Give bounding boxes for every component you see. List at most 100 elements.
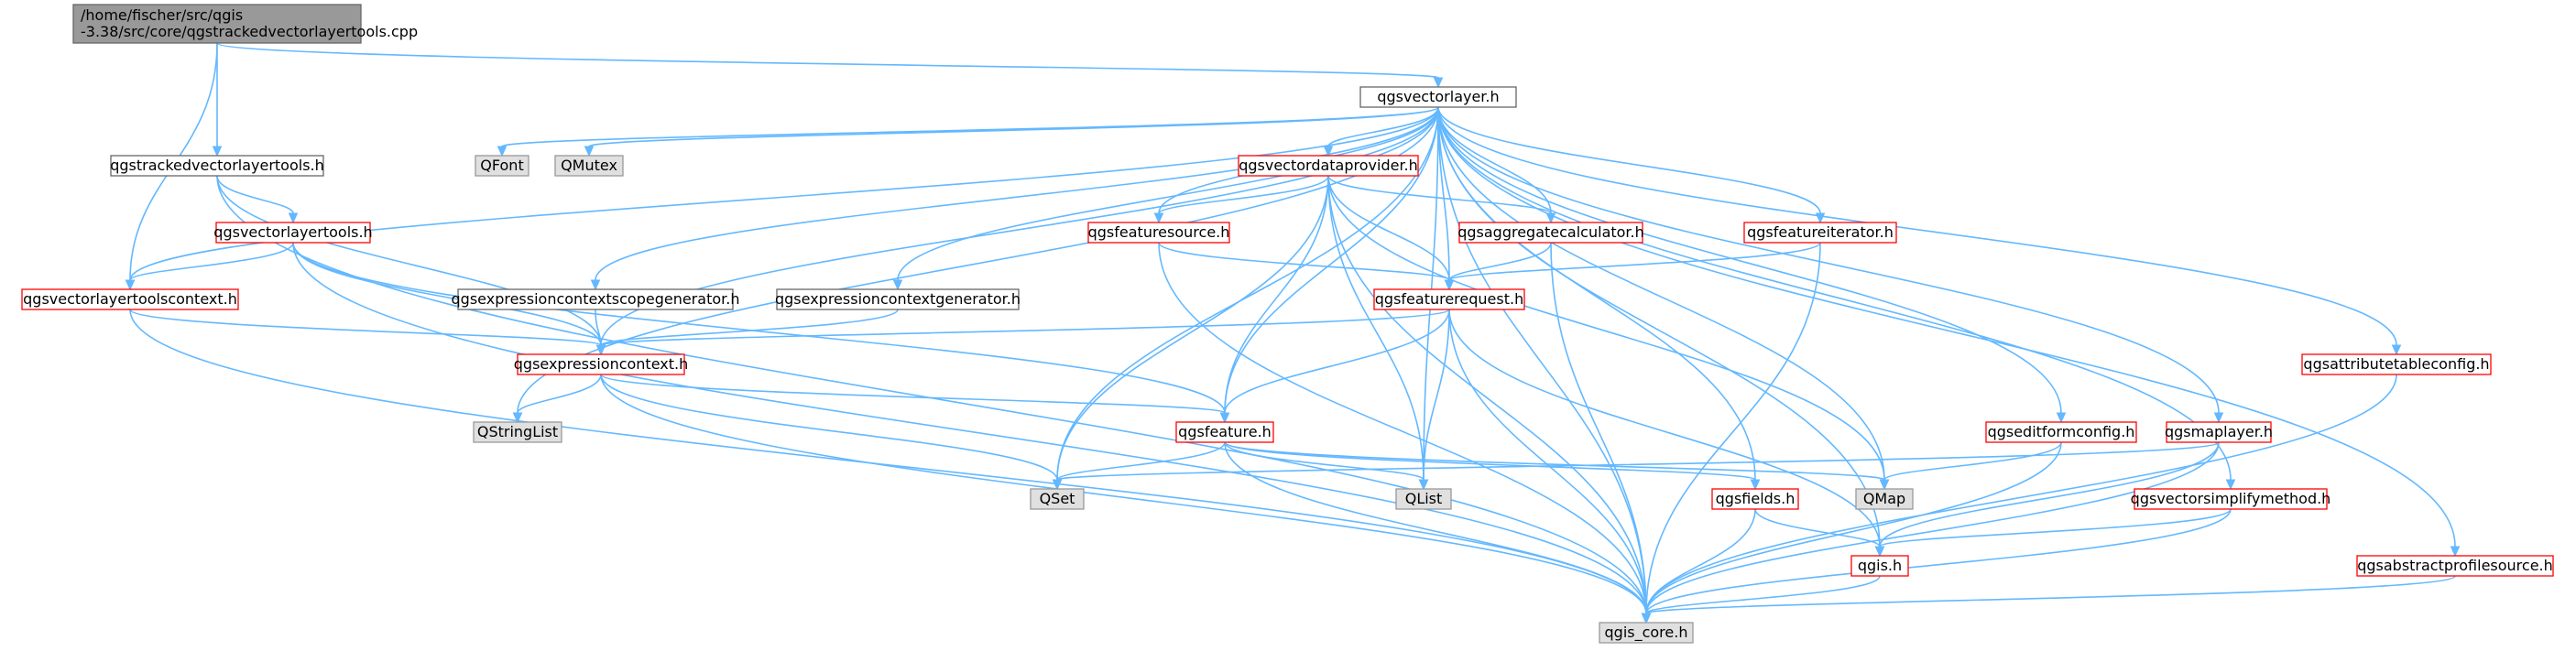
node-label: qgsaggregatecalculator.h [1457,223,1644,241]
edge-qgseditformconfig-to-qmap [1879,441,2062,491]
edge-line [216,42,1439,79]
edge-qgsvectorlayertoolscontext-to-qgsexpressioncontext [129,309,606,356]
node-box [1175,421,1274,443]
edge-qgsvectordataprovider-to-qgsfeature [1219,175,1329,424]
node-qgis[interactable]: qgis.h [1850,555,1909,577]
node-qgseditformconfig[interactable]: qgseditformconfig.h [1985,421,2137,443]
edge-qgsvectorlayer-to-qgseditformconfig [1437,106,2067,424]
node-qfont[interactable]: QFont [475,155,529,177]
edge-line [129,242,294,281]
edge-line [1645,575,2456,614]
edge-line [600,374,1647,614]
node-label: qgsfeature.h [1178,423,1272,440]
edge-line [1056,441,2220,481]
edge-line [600,309,1450,346]
node-label: qgsfields.h [1716,490,1796,507]
edge-arrowhead [1153,212,1164,224]
node-qgsexpressioncontextscopegenerator[interactable]: qgsexpressioncontextscopegenerator.h [452,288,740,310]
node-label: qgsvectorlayertools.h [213,223,372,241]
node-qgsattributetableconfig[interactable]: qgsattributetableconfig.h [2301,353,2492,375]
node-qgsfeature[interactable]: qgsfeature.h [1175,421,1274,443]
edge-line [1437,106,2220,414]
node-box [1087,222,1230,244]
node-qgsfeatureiterator[interactable]: qgsfeatureiterator.h [1743,222,1897,244]
node-label: qgsvectorlayer.h [1377,88,1499,105]
edge-qgstrackedvectorlayertools-to-qgsvectorlayertools [216,175,299,224]
node-box [457,288,734,310]
edge-arrowhead [1879,479,1890,491]
node-box [1395,488,1452,510]
node-qgsexpressioncontext[interactable]: qgsexpressioncontext.h [514,353,688,375]
edge-arrowhead [584,146,595,157]
node-box [21,288,239,310]
edge-qgsvectorlayer-to-qgis_core [1437,106,1652,624]
node-qset[interactable]: QSet [1030,488,1085,510]
node-qgsfeaturesource[interactable]: qgsfeaturesource.h [1087,222,1230,244]
edge-arrowhead [125,279,136,291]
node-qlist[interactable]: QList [1395,488,1452,510]
edge-root-to-qgsvectorlayer [216,42,1444,89]
edge-line [517,374,602,414]
node-box [1359,86,1517,108]
node-qgsmaplayer[interactable]: qgsmaplayer.h [2165,421,2273,443]
edge-arrowhead [892,279,903,291]
edge-qgsvectorlayer-to-qgsabstractprofilesource [1437,106,2461,558]
node-root[interactable]: /home/fischer/src/qgis-3.38/src/core/qgs… [72,4,418,44]
edge-arrowhead [1052,479,1063,491]
edge-line [1883,441,2062,481]
node-qgsvectorlayer[interactable]: qgsvectorlayer.h [1359,86,1517,108]
edge-line [1224,441,1424,481]
node-box [1030,488,1085,510]
node-label: qgsvectorsimplifymethod.h [2131,490,2331,507]
node-label: qgis.h [1858,557,1902,574]
edge-qgsfields-to-qgis_core [1641,508,1756,624]
node-label: QSet [1040,490,1075,507]
node-box [2356,555,2554,577]
edge-arrowhead [1219,412,1230,424]
edge-line [1645,575,1881,614]
edge-line [292,242,602,346]
node-label: QStringList [477,423,558,440]
edge-line [1056,441,1226,481]
edge-line [216,175,1647,614]
node-qgsaggregatecalculator[interactable]: qgsaggregatecalculator.h [1457,222,1644,244]
edge-qgsfeature-to-qset [1052,441,1226,491]
edge-qgsvectorlayer-to-qgsexpressioncontextgenerator [892,106,1439,291]
node-qgsexpressioncontextgenerator[interactable]: qgsexpressioncontextgenerator.h [775,288,1021,310]
node-qgsvectordataprovider[interactable]: qgsvectordataprovider.h [1238,155,1419,177]
node-label: qgsvectorlayertoolscontext.h [23,290,237,308]
node-qgsfields[interactable]: qgsfields.h [1711,488,1799,510]
node-box [1850,555,1909,577]
node-box [517,353,685,375]
node-qgsfeaturerequest[interactable]: qgsfeaturerequest.h [1373,288,1525,310]
edge-qgsvectorlayertools-to-qgsvectorlayertoolscontext [125,242,294,291]
node-box [473,421,562,443]
node-box [1855,488,1914,510]
node-box [475,155,529,177]
node-box [72,4,362,44]
edge-qgsaggregatecalculator-to-qgsfeaturerequest [1444,242,1552,291]
edge-line [1224,441,1647,614]
node-qstringlist[interactable]: QStringList [473,421,562,443]
node-label: /home/fischer/src/qgis [81,6,243,24]
edge-line [1224,175,1329,414]
edge-line [1158,175,1329,214]
node-qgsabstractprofilesource[interactable]: qgsabstractprofilesource.h [2356,555,2554,577]
node-qmap[interactable]: QMap [1855,488,1914,510]
edge-line [588,106,1439,147]
node-qmutex[interactable]: QMutex [554,155,624,177]
node-qgsvectorsimplifymethod[interactable]: qgsvectorsimplifymethod.h [2131,488,2331,510]
node-label: -3.38/src/core/qgstrackedvectorlayertool… [81,23,418,40]
node-label: qgsexpressioncontext.h [514,355,688,373]
edge-qgsexpressioncontext-to-qgis_core [600,374,1652,624]
node-label: qgsmaplayer.h [2165,423,2273,440]
edge-arrowhead [2213,412,2224,424]
edge-line [595,309,602,346]
node-qgsvectorlayertoolscontext[interactable]: qgsvectorlayertoolscontext.h [21,288,239,310]
node-qgsvectorlayertools[interactable]: qgsvectorlayertools.h [213,222,373,244]
edge-line [1437,106,1552,214]
node-qgis-core[interactable]: qgis_core.h [1599,622,1694,644]
node-qgstrackedvectorlayertools[interactable]: qgstrackedvectorlayertools.h [110,155,324,177]
node-label: QMutex [561,157,617,174]
edge-line [1437,106,1881,548]
